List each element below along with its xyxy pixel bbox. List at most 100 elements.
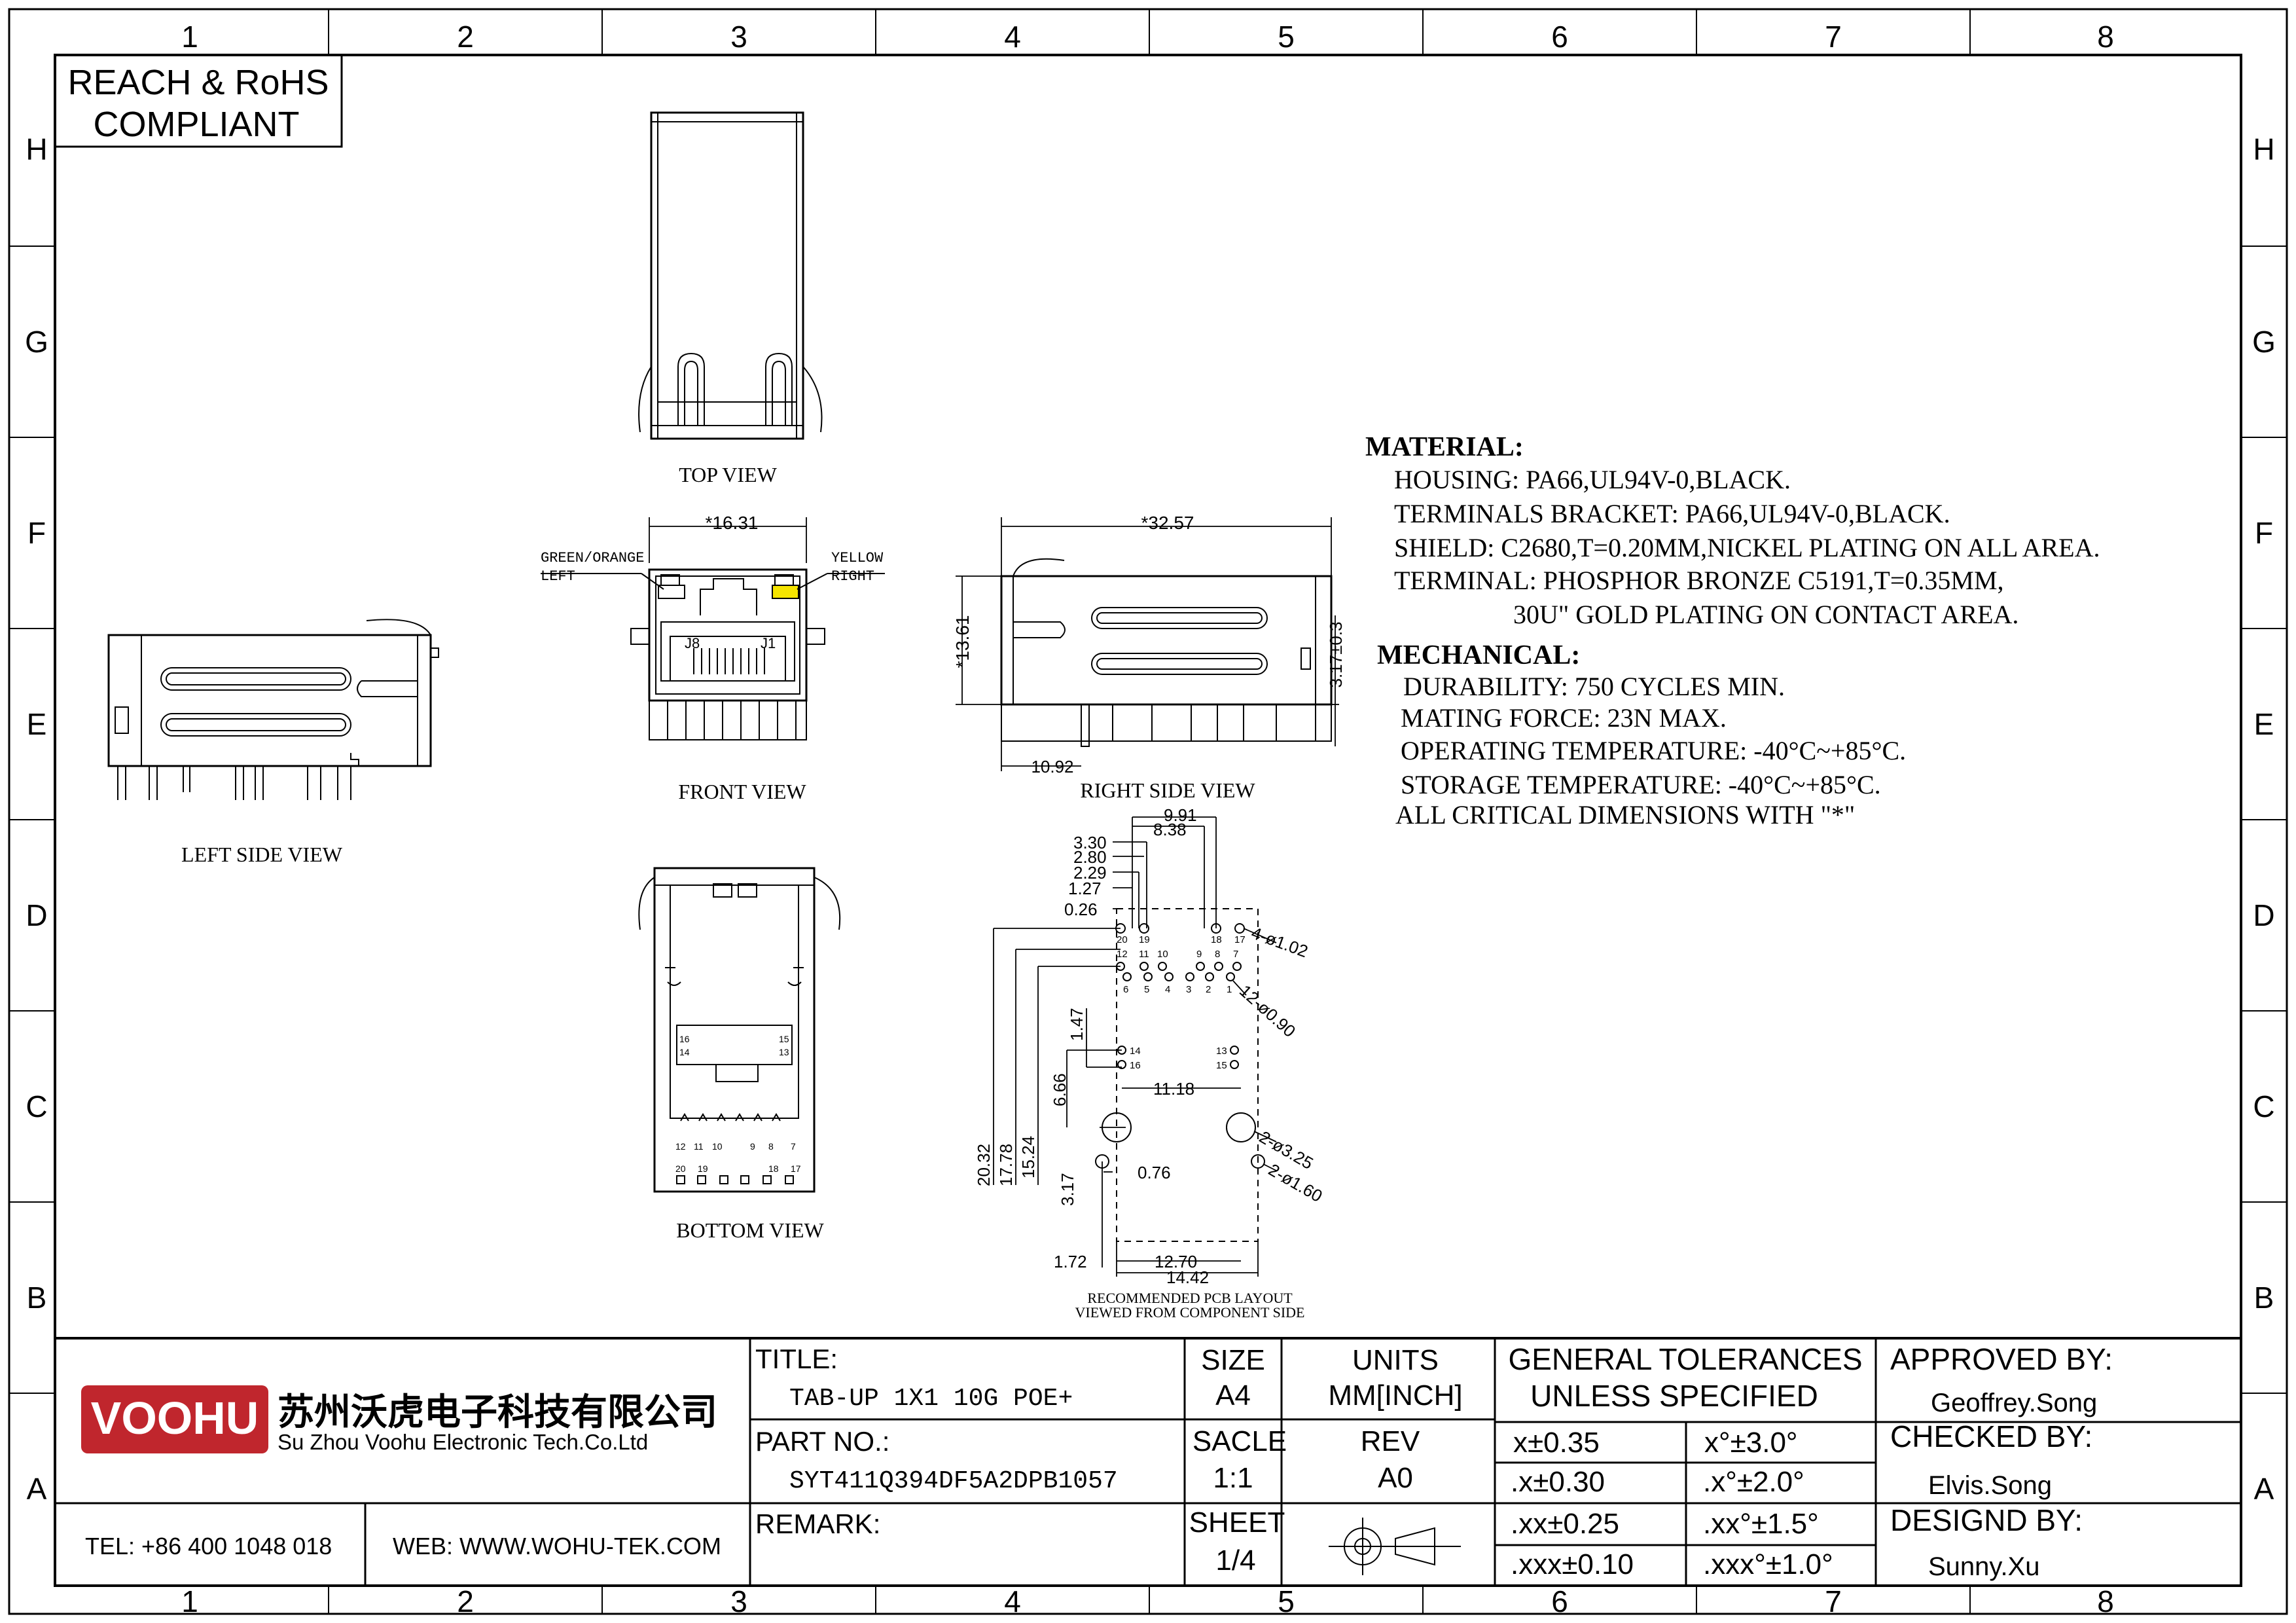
bottom-pin-12: 12 bbox=[675, 1141, 686, 1152]
jack-pin-j8: J8 bbox=[685, 635, 700, 651]
rev-value: A0 bbox=[1378, 1462, 1413, 1494]
pcb-dim-17-78: 17.78 bbox=[996, 1144, 1016, 1186]
compliance-line2: COMPLIANT bbox=[93, 105, 299, 144]
part-no-value: SYT411Q394DF5A2DPB1057 bbox=[789, 1467, 1118, 1495]
front-view-drawing: *16.31 J8 J1 GREEN/O bbox=[541, 513, 885, 803]
mechanical-line-5: ALL CRITICAL DIMENSIONS WITH "*" bbox=[1395, 800, 1855, 830]
col-label-bottom-1: 1 bbox=[181, 1584, 198, 1618]
pcb-pin-16: 16 bbox=[1130, 1060, 1141, 1071]
col-label-6: 6 bbox=[1551, 20, 1568, 54]
approved-by-label: APPROVED BY: bbox=[1890, 1342, 2113, 1376]
pcb-layout-drawing: 20 19 18 17 12 11 10 9 8 7 6 5 4 3 2 1 1… bbox=[974, 805, 1326, 1321]
bottom-pin-9: 9 bbox=[750, 1141, 755, 1152]
pcb-pin-1: 1 bbox=[1227, 984, 1232, 995]
approved-by-value: Geoffrey.Song bbox=[1931, 1389, 2097, 1417]
bottom-pin-13: 13 bbox=[779, 1047, 789, 1057]
col-label-1: 1 bbox=[181, 20, 198, 54]
col-label-bottom-8: 8 bbox=[2097, 1584, 2114, 1618]
pcb-pin-9: 9 bbox=[1196, 949, 1202, 960]
row-label-right-a: A bbox=[2254, 1472, 2274, 1506]
pcb-dim-6-66: 6.66 bbox=[1050, 1073, 1069, 1106]
pcb-dim-0-76: 0.76 bbox=[1138, 1163, 1171, 1182]
pcb-pin-15: 15 bbox=[1216, 1060, 1227, 1071]
projection-symbol-icon bbox=[1329, 1518, 1461, 1575]
pcb-dim-8-38: 8.38 bbox=[1153, 820, 1187, 839]
spec-notes: MATERIAL: HOUSING: PA66,UL94V-0,BLACK. T… bbox=[1365, 432, 2100, 830]
title-label: TITLE: bbox=[755, 1343, 838, 1374]
drawing-frame: 1 2 3 4 5 6 7 8 1 2 3 4 5 6 7 8 H G F E … bbox=[8, 8, 2288, 1618]
jack-pin-j1: J1 bbox=[761, 635, 776, 651]
company-logo-text: VOOHU bbox=[91, 1393, 259, 1444]
col-label-bottom-4: 4 bbox=[1004, 1584, 1021, 1618]
top-view-label: TOP VIEW bbox=[679, 463, 777, 486]
tolerance-angular-2: .xx°±1.5° bbox=[1703, 1508, 1819, 1540]
row-label-f: F bbox=[27, 516, 46, 550]
designed-by-label: DESIGND BY: bbox=[1890, 1503, 2083, 1537]
company-name-en: Su Zhou Voohu Electronic Tech.Co.Ltd bbox=[278, 1430, 648, 1454]
col-label-5: 5 bbox=[1278, 20, 1295, 54]
row-label-h: H bbox=[26, 132, 47, 166]
row-label-right-d: D bbox=[2253, 898, 2274, 932]
led-left bbox=[658, 585, 685, 599]
right-side-view-label: RIGHT SIDE VIEW bbox=[1080, 778, 1255, 802]
tolerance-linear-3: .xxx±0.10 bbox=[1511, 1548, 1634, 1580]
checked-by-value: Elvis.Song bbox=[1928, 1471, 2052, 1500]
compliance-box: REACH & RoHS COMPLIANT bbox=[54, 54, 343, 148]
pcb-pin-3: 3 bbox=[1186, 984, 1191, 995]
designed-by-value: Sunny.Xu bbox=[1928, 1552, 2040, 1581]
title-value: TAB-UP 1X1 10G POE+ bbox=[789, 1385, 1073, 1413]
scale-value: 1:1 bbox=[1213, 1462, 1253, 1494]
pcb-dim-1-72: 1.72 bbox=[1054, 1252, 1087, 1271]
row-label-right-c: C bbox=[2253, 1089, 2274, 1123]
pcb-pin-18: 18 bbox=[1211, 934, 1222, 945]
right-side-view-drawing: *32.57 *13.61 3.17±0.3 10.92 RIGHT SIDE … bbox=[952, 513, 1346, 802]
pcb-hole-callout-1: 4-ø1.02 bbox=[1249, 922, 1310, 961]
pcb-layout-label-line2: VIEWED FROM COMPONENT SIDE bbox=[1075, 1304, 1305, 1321]
units-value: MM[INCH] bbox=[1328, 1379, 1462, 1412]
pcb-pin-4: 4 bbox=[1165, 984, 1170, 995]
pcb-dim-20-32: 20.32 bbox=[974, 1144, 994, 1186]
tolerance-angular-0: x°±3.0° bbox=[1704, 1427, 1798, 1459]
pcb-dim-1-27: 1.27 bbox=[1068, 879, 1102, 898]
front-view-label: FRONT VIEW bbox=[678, 780, 806, 803]
pcb-dim-1-47: 1.47 bbox=[1067, 1008, 1086, 1041]
company-web: WEB: WWW.WOHU-TEK.COM bbox=[393, 1533, 721, 1559]
tolerance-angular-1: .x°±2.0° bbox=[1703, 1466, 1804, 1498]
material-line-3: SHIELD: C2680,T=0.20MM,NICKEL PLATING ON… bbox=[1394, 533, 2100, 562]
mechanical-line-4: STORAGE TEMPERATURE: -40°C~+85°C. bbox=[1401, 770, 1881, 799]
col-label-3: 3 bbox=[730, 20, 747, 54]
tolerance-linear-0: x±0.35 bbox=[1513, 1427, 1600, 1459]
top-view-drawing: TOP VIEW bbox=[638, 111, 823, 486]
col-label-8: 8 bbox=[2097, 20, 2114, 54]
col-label-4: 4 bbox=[1004, 20, 1021, 54]
col-label-bottom-7: 7 bbox=[1825, 1584, 1842, 1618]
pcb-dim-2-80: 2.80 bbox=[1073, 847, 1107, 867]
led-left-label-line1: GREEN/ORANGE bbox=[541, 550, 644, 566]
row-label-e: E bbox=[27, 707, 47, 741]
row-label-right-h: H bbox=[2253, 132, 2274, 166]
bottom-pin-8: 8 bbox=[768, 1141, 774, 1152]
part-no-label: PART NO.: bbox=[755, 1426, 889, 1457]
pcb-dim-0-26: 0.26 bbox=[1064, 900, 1098, 919]
pcb-pin-14: 14 bbox=[1130, 1046, 1141, 1057]
pcb-dim-12-70: 12.70 bbox=[1155, 1252, 1197, 1271]
material-line-5: 30U" GOLD PLATING ON CONTACT AREA. bbox=[1513, 600, 2018, 629]
led-left-label-line2: LEFT bbox=[541, 568, 575, 585]
pcb-dim-3-17: 3.17 bbox=[1058, 1173, 1077, 1206]
tolerance-heading-line2: UNLESS SPECIFIED bbox=[1530, 1379, 1818, 1413]
bottom-view-drawing: 16 14 15 13 12 11 10 9 8 7 20 19 18 17 B… bbox=[638, 867, 841, 1242]
material-line-1: HOUSING: PA66,UL94V-0,BLACK. bbox=[1394, 465, 1791, 494]
pcb-spacing-dim: 11.18 bbox=[1153, 1079, 1194, 1099]
bottom-pin-20: 20 bbox=[675, 1163, 686, 1174]
row-label-g: G bbox=[25, 325, 48, 359]
pcb-pin-8: 8 bbox=[1215, 949, 1220, 960]
led-right-label-line1: YELLOW bbox=[831, 550, 884, 566]
rev-label: REV bbox=[1361, 1425, 1420, 1457]
size-label: SIZE bbox=[1201, 1344, 1265, 1376]
pcb-pin-2: 2 bbox=[1206, 984, 1211, 995]
row-label-right-g: G bbox=[2252, 325, 2276, 359]
row-label-b: B bbox=[27, 1281, 47, 1315]
pcb-pin-19: 19 bbox=[1139, 934, 1150, 945]
pcb-pin-20: 20 bbox=[1117, 934, 1128, 945]
pcb-pin-11: 11 bbox=[1139, 949, 1149, 960]
